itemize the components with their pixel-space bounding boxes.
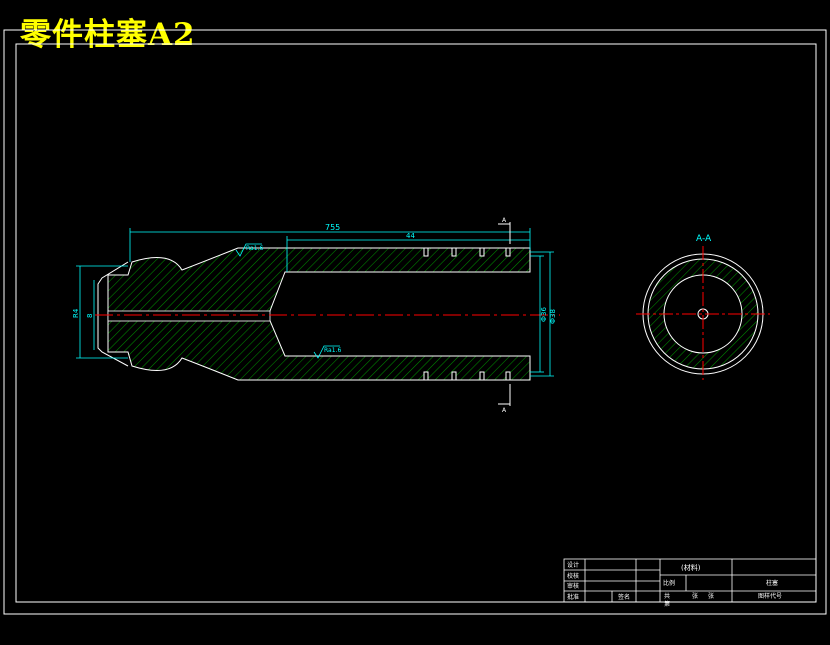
sheet-note-2: 张 <box>692 592 698 600</box>
plunger-lower-section <box>107 315 531 381</box>
inner-border <box>15 43 817 603</box>
title-block <box>563 558 817 603</box>
row-label-design: 设计 <box>567 561 579 569</box>
roughness-bore-surface: Ra1.6 <box>324 347 341 354</box>
material-label: (材料) <box>681 563 701 572</box>
part-name: 柱塞 <box>766 579 778 587</box>
dim-bore-length: 44 <box>406 232 415 240</box>
row-label-approve: 批准 <box>567 593 579 601</box>
dim-right-diameter-1: Ф36 <box>540 307 548 322</box>
cut-label-bottom: A <box>502 407 507 414</box>
dim-left-diameter: R4 <box>72 308 80 318</box>
scale-label: 比例 <box>663 579 675 587</box>
outer-border <box>3 29 827 615</box>
sheet-note-1: 共 <box>664 592 670 600</box>
plunger-left-tip <box>97 261 129 367</box>
sheet-note-4: 张 <box>708 592 714 600</box>
grooves <box>423 247 511 381</box>
section-view-label: A-A <box>696 234 712 244</box>
sign-label: 签名 <box>618 593 630 601</box>
title-block-texts: 设计 校核 审核 批准 签名 (材料) 比例 柱塞 共 张 第 张 图样代号 <box>567 561 782 608</box>
section-view-a-a <box>636 246 770 380</box>
dim-right-diameter-2: Ф38 <box>549 309 557 324</box>
dimensions <box>76 228 554 377</box>
dimension-texts: 755 44 R4 8 Ф36 Ф38 Ra1.6 Ra1.6 <box>72 223 557 354</box>
drawing-title: 零件柱塞A2 <box>20 17 196 53</box>
plunger-upper-section <box>107 247 531 317</box>
drawing-number-label: 图样代号 <box>758 592 782 600</box>
row-label-review: 审核 <box>567 582 579 590</box>
dim-overall-length: 755 <box>325 223 340 232</box>
row-label-check: 校核 <box>567 572 579 580</box>
sheet-note-3: 第 <box>664 600 670 608</box>
roughness-top-surface: Ra1.6 <box>246 245 263 252</box>
center-hole <box>107 310 271 322</box>
section-cut-marks <box>498 222 511 406</box>
cut-label-top: A <box>502 217 507 224</box>
plunger-main-view <box>95 247 560 381</box>
dim-center-hole: 8 <box>86 314 94 318</box>
